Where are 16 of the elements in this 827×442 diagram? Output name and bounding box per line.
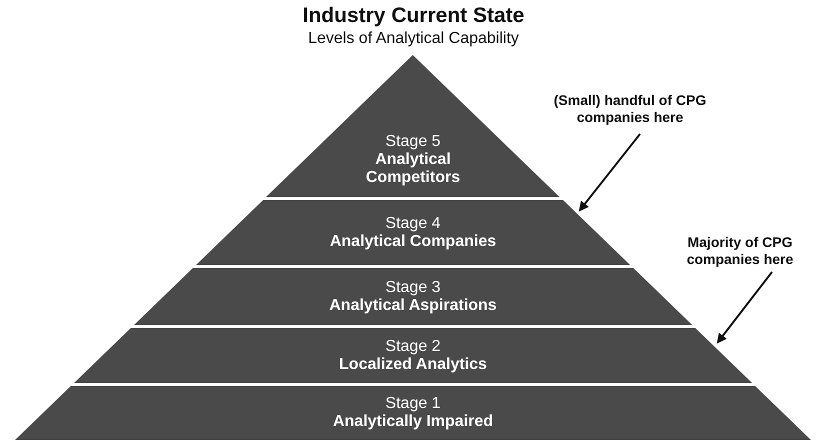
- stage-name: Analytical Aspirations: [329, 296, 497, 314]
- callout-text: (Small) handful of CPG companies here: [520, 92, 740, 126]
- stage-number: Stage 4: [385, 214, 441, 232]
- stage-number: Stage 5: [385, 133, 441, 151]
- arrow: [578, 133, 641, 212]
- stage-number: Stage 1: [385, 395, 441, 413]
- stage-number: Stage 3: [385, 278, 441, 296]
- stage-number: Stage 2: [385, 338, 441, 356]
- stage-name: Analytical Companies: [330, 232, 496, 250]
- stage-name: Analytically Impaired: [332, 413, 494, 431]
- title: Industry Current State: [302, 4, 526, 28]
- stage-name: Localized Analytics: [339, 356, 487, 374]
- callout-text: Majority of CPG companies here: [665, 234, 815, 268]
- arrow: [716, 271, 773, 344]
- subtitle: Levels of Analytical Capability: [307, 30, 520, 48]
- stage-name: Analytical Competitors: [364, 151, 462, 187]
